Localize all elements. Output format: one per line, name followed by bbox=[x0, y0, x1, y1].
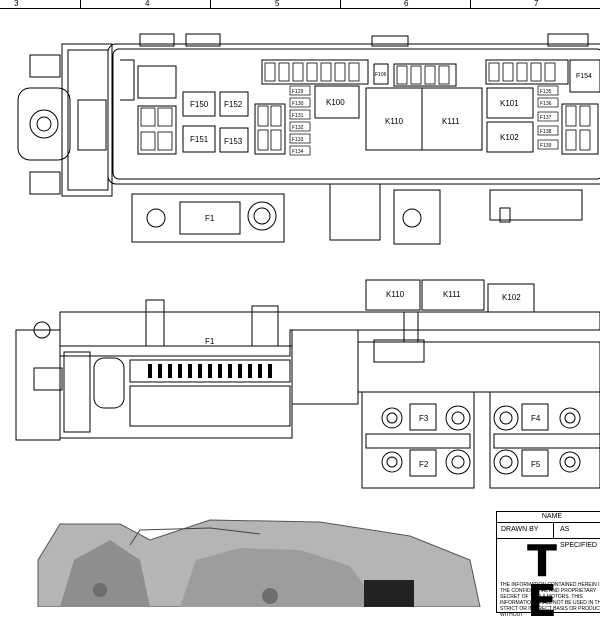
fuse-label: F2 bbox=[419, 460, 429, 469]
relay-label: K100 bbox=[326, 98, 345, 107]
mini-fuse-label: F135 bbox=[540, 89, 552, 95]
ruler-number: 7 bbox=[534, 0, 539, 8]
fuse-label: F3 bbox=[419, 414, 429, 423]
relay-label: K110 bbox=[386, 290, 405, 299]
drawn-by-label: DRAWN BY bbox=[501, 526, 539, 533]
top-housing-outline bbox=[107, 43, 600, 185]
relay-label: K110 bbox=[385, 117, 404, 126]
title-block: NAME DRAWN BY AS SPECIFIED T E THE INFOR… bbox=[496, 511, 600, 624]
fuse-label: F1 bbox=[205, 214, 215, 223]
vehicle-body-image bbox=[37, 519, 481, 607]
title-block-drawn-row: DRAWN BY AS SPECIFIED bbox=[497, 522, 600, 549]
title-block-name-label: NAME bbox=[497, 512, 600, 523]
left-bracket bbox=[61, 43, 113, 197]
as-specified-label: AS SPECIFIED bbox=[553, 522, 600, 549]
mini-fuse-label: F133 bbox=[292, 137, 304, 143]
ruler-number: 6 bbox=[404, 0, 409, 8]
ruler-tick bbox=[470, 0, 471, 8]
fuse-label: F151 bbox=[190, 135, 209, 144]
ruler-tick bbox=[80, 0, 81, 8]
mini-fuse-label: F129 bbox=[292, 89, 304, 95]
fuse-label: F4 bbox=[531, 414, 541, 423]
fuse-label: F106 bbox=[375, 72, 387, 78]
fuse-label: F152 bbox=[224, 100, 243, 109]
relay-k111-side bbox=[421, 279, 485, 311]
ruler-number: 4 bbox=[145, 0, 150, 8]
mini-fuse-label: F137 bbox=[540, 115, 552, 121]
fuse-box-drawing: F150 F152 F151 F153 F1 K100 K110 K111 K1… bbox=[15, 33, 600, 607]
fuse-label: F1 bbox=[205, 337, 215, 346]
confidential-notice: THE INFORMATION CONTAINED HEREIN IS THE … bbox=[500, 582, 600, 618]
connector-left bbox=[17, 87, 71, 161]
fuse-label: F5 bbox=[531, 460, 541, 469]
ruler-tick bbox=[210, 0, 211, 8]
mini-fuse-label: F138 bbox=[540, 129, 552, 135]
sheet-ruler: 3 4 5 6 7 bbox=[0, 0, 600, 9]
fuse-label: F153 bbox=[224, 137, 243, 146]
relay-k110-side bbox=[365, 279, 421, 311]
relay-label: K101 bbox=[500, 99, 519, 108]
fuse-label: F154 bbox=[576, 73, 592, 80]
f1-housing bbox=[131, 193, 285, 243]
ruler-tick bbox=[340, 0, 341, 8]
mini-fuse-label: F132 bbox=[292, 125, 304, 131]
mini-fuse-label: F130 bbox=[292, 101, 304, 107]
mini-fuse-label: F136 bbox=[540, 101, 552, 107]
mini-fuse-label: F131 bbox=[292, 113, 304, 119]
mini-fuse-label: F139 bbox=[540, 143, 552, 149]
relay-label: K102 bbox=[500, 133, 519, 142]
side-housing bbox=[59, 311, 600, 357]
ruler-number: 5 bbox=[275, 0, 280, 8]
fuse-block-f2f3 bbox=[361, 391, 475, 489]
mini-fuse-label: F134 bbox=[292, 149, 304, 155]
relay-label: K102 bbox=[502, 293, 521, 302]
ruler-number: 3 bbox=[14, 0, 19, 8]
relay-label: K111 bbox=[442, 117, 460, 126]
fuse-block-f4f5 bbox=[489, 391, 600, 489]
relay-label: K111 bbox=[443, 290, 461, 299]
fuse-label: F150 bbox=[190, 100, 209, 109]
